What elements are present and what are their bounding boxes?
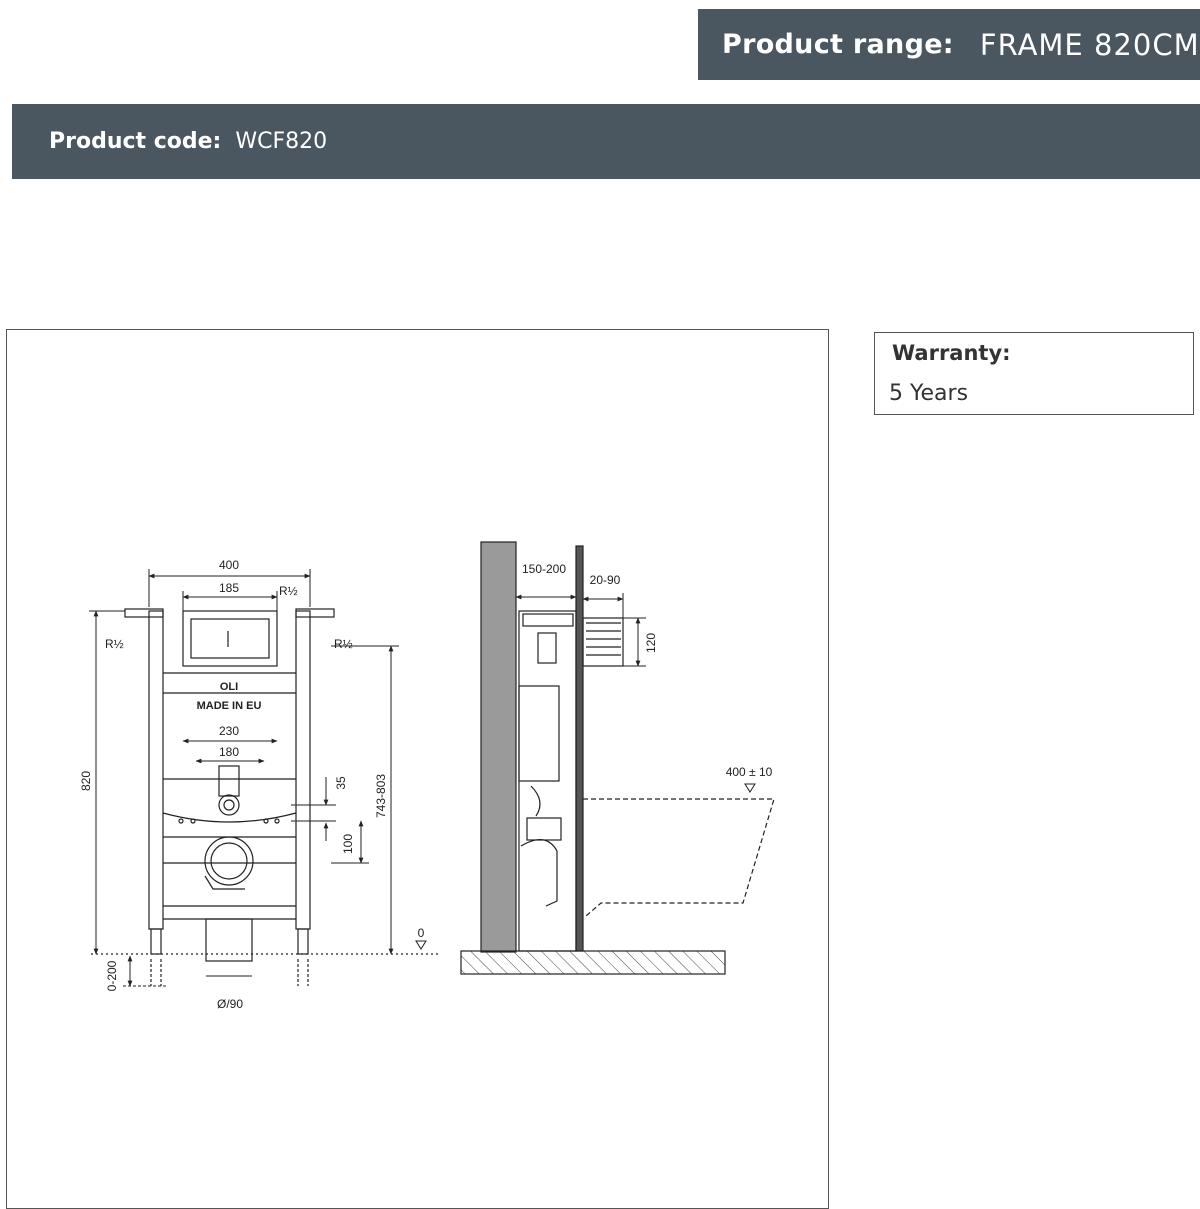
wall-section xyxy=(480,541,517,953)
pipe-right-label: R½ xyxy=(334,637,353,651)
dim-120: 120 xyxy=(644,633,658,653)
dim-width-total: 400 xyxy=(219,558,239,572)
product-range-bar: Product range: FRAME 820CM xyxy=(698,9,1200,80)
dim-230: 230 xyxy=(219,724,239,738)
dim-bowl: 400 ± 10 xyxy=(726,765,773,779)
pipe-top-label: R½ xyxy=(279,584,298,598)
pipe-left-label: R½ xyxy=(105,637,124,651)
floor-section xyxy=(460,950,726,975)
wc-bowl-outline xyxy=(583,798,775,917)
made-in-label: MADE IN EU xyxy=(197,700,262,712)
flush-plate-opening xyxy=(190,618,270,659)
dim-180: 180 xyxy=(219,745,239,759)
dim-range: 743-803 xyxy=(374,774,388,818)
product-range-value: FRAME 820CM xyxy=(979,27,1200,62)
warranty-value: 5 Years xyxy=(889,381,969,406)
product-code-bar: Product code: WCF820 xyxy=(12,104,1200,179)
dim-width-inner: 185 xyxy=(219,581,239,595)
waste-outlet xyxy=(204,836,254,886)
product-code-value: WCF820 xyxy=(235,129,328,154)
cover-panel xyxy=(575,545,584,952)
side-view xyxy=(460,541,775,975)
technical-drawing: 400 185 R½ R½ R½ OLI MADE IN EU 230 180 … xyxy=(79,541,775,1011)
technical-drawing-panel: 400 185 R½ R½ R½ OLI MADE IN EU 230 180 … xyxy=(6,329,829,1209)
dim-cover: 20-90 xyxy=(590,573,621,587)
warranty-box: Warranty: 5 Years xyxy=(874,332,1194,415)
product-code-label: Product code: xyxy=(49,129,222,154)
left-top-bracket xyxy=(124,608,164,618)
dim-100: 100 xyxy=(341,834,355,854)
cistern-box xyxy=(182,610,278,667)
front-view xyxy=(91,608,441,986)
dim-depth: 150-200 xyxy=(522,562,566,576)
dim-height: 820 xyxy=(79,771,93,791)
front-dimensions xyxy=(89,569,427,987)
dim-diameter: Ø/90 xyxy=(217,997,243,1011)
product-range-label: Product range: xyxy=(722,29,954,60)
dim-35: 35 xyxy=(334,776,348,790)
right-post xyxy=(295,610,311,930)
side-labels: 150-200 20-90 120 400 ± 10 xyxy=(522,562,773,779)
brand-label: OLI xyxy=(220,681,238,693)
drain-pipe xyxy=(205,918,253,962)
side-dimensions xyxy=(515,593,756,793)
left-post xyxy=(148,610,164,930)
front-labels: 400 185 R½ R½ R½ OLI MADE IN EU 230 180 … xyxy=(79,558,425,1011)
zero-mark: 0 xyxy=(418,926,425,940)
warranty-label: Warranty: xyxy=(892,341,1011,365)
right-top-bracket xyxy=(295,608,335,618)
dim-feet: 0-200 xyxy=(105,960,119,991)
